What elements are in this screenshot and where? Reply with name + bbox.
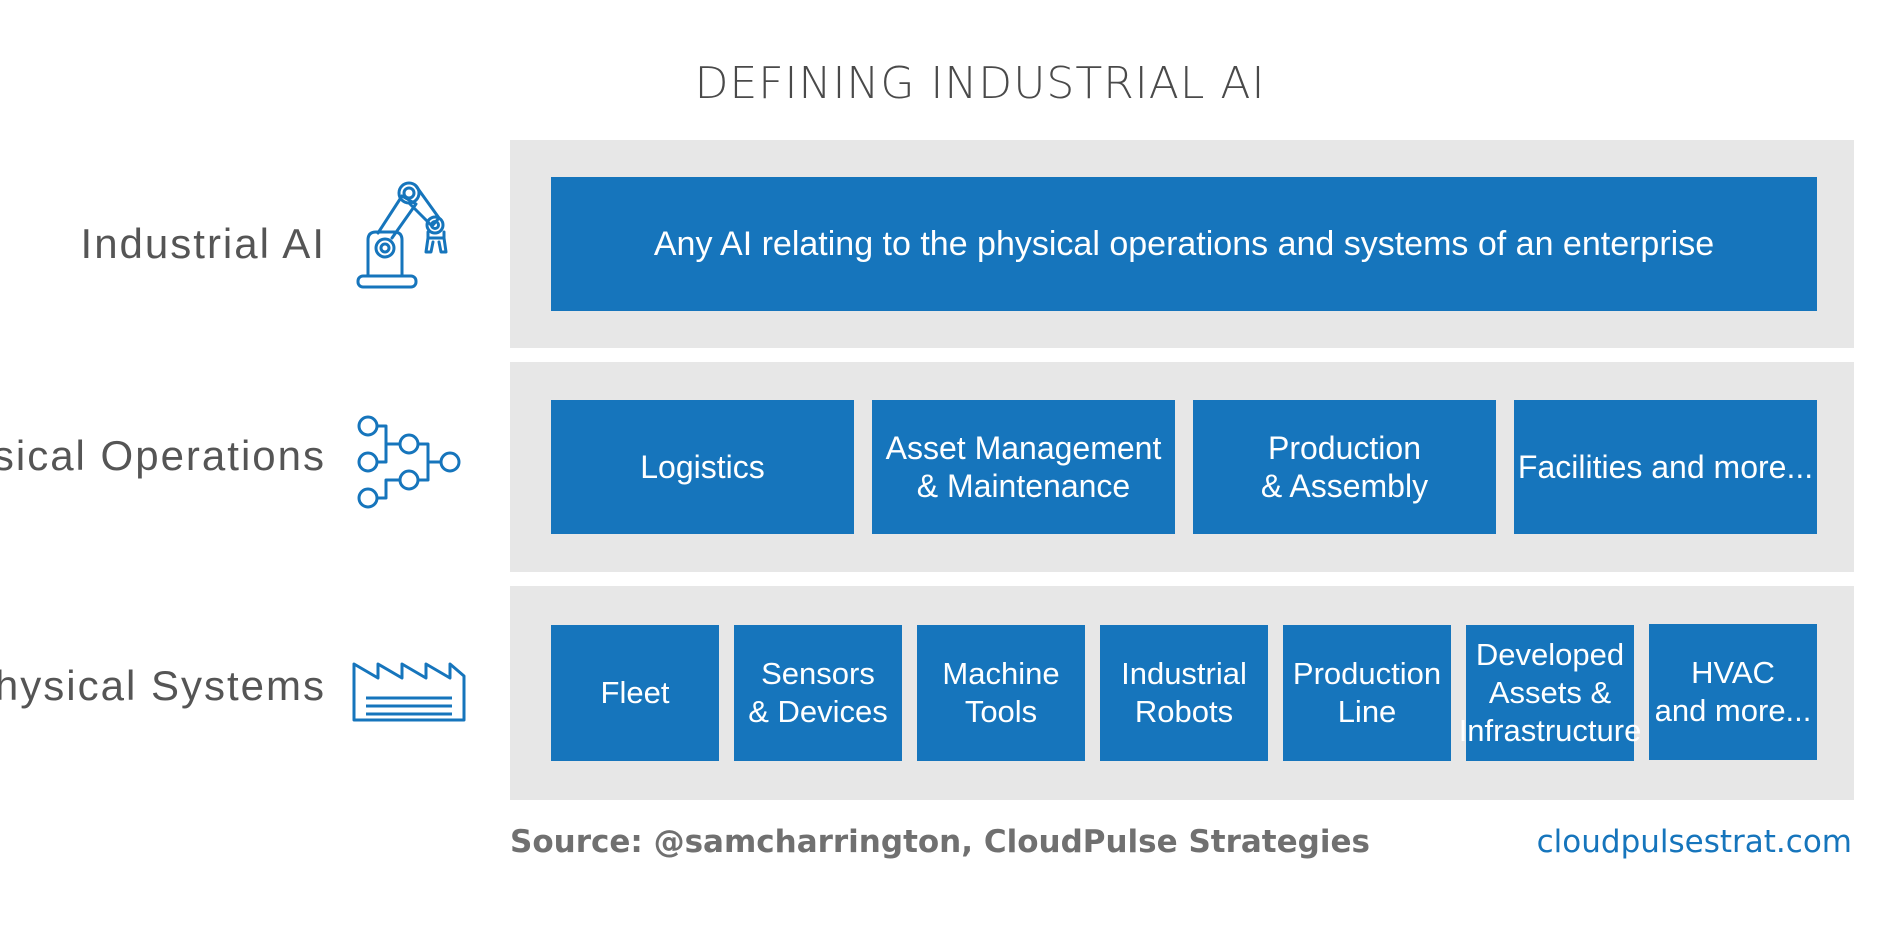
- tile-fleet: Fleet: [551, 625, 719, 761]
- row-label-physical-operations: Physical Operations: [0, 432, 326, 479]
- band-industrial-ai: Any AI relating to the physical operatio…: [510, 140, 1854, 348]
- tile-developed-assets: Developed Assets & Infrastructure: [1459, 625, 1641, 761]
- tile-production-assembly: Production & Assembly: [1193, 400, 1496, 534]
- process-flow-icon: [354, 414, 466, 510]
- tile-industrial-robots: Industrial Robots: [1100, 625, 1268, 761]
- row-label-physical-systems: Physical Systems: [0, 662, 326, 709]
- band-physical-systems: Fleet Sensors & Devices Machine Tools In…: [510, 586, 1854, 800]
- band-physical-operations: Logistics Asset Management & Maintenance…: [510, 362, 1854, 572]
- tile-machine-tools: Machine Tools: [917, 625, 1085, 761]
- tile-asset-management: Asset Management & Maintenance: [872, 400, 1175, 534]
- tile-production-line: Production Line: [1283, 625, 1451, 761]
- tile-facilities: Facilities and more...: [1514, 400, 1817, 534]
- robot-arm-icon: [354, 180, 466, 292]
- tile-logistics: Logistics: [551, 400, 854, 534]
- page-title: DEFINING INDUSTRIAL AI: [694, 58, 1266, 109]
- tile-sensors-devices: Sensors & Devices: [734, 625, 902, 761]
- tile-hvac: HVAC and more...: [1649, 624, 1817, 760]
- source-credit: Source: @samcharrington, CloudPulse Stra…: [510, 824, 1370, 860]
- factory-icon: [352, 660, 466, 722]
- tile-industrial-ai-definition: Any AI relating to the physical operatio…: [551, 177, 1817, 311]
- row-label-industrial-ai: Industrial AI: [80, 220, 326, 267]
- website-link[interactable]: cloudpulsestrat.com: [1536, 824, 1852, 860]
